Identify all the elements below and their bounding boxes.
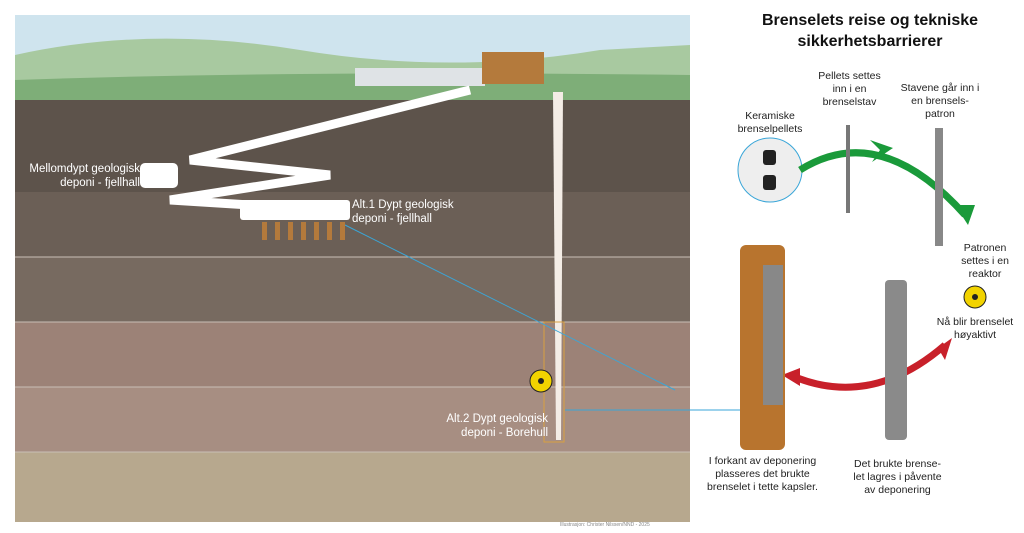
capsule-insert bbox=[763, 265, 783, 405]
red-arrow bbox=[788, 342, 948, 391]
stratum-5 bbox=[15, 387, 690, 452]
fuel-assembly bbox=[935, 128, 943, 246]
fuel-rod bbox=[846, 125, 850, 213]
spent-fuel-assembly bbox=[885, 280, 907, 440]
pellet bbox=[763, 150, 776, 165]
mellomdypt-hall bbox=[140, 163, 178, 188]
step-reactor: Patronen settes i en reaktor bbox=[961, 242, 1009, 280]
label-mellomdypt: Mellomdypt geologisk deponi - fjellhall bbox=[29, 163, 140, 189]
credit: Illustrasjon: Christer Nilssen/NND - 202… bbox=[560, 522, 650, 528]
facility-building bbox=[355, 68, 485, 86]
step-assembly: Stavene går inn i en brensels-patron bbox=[900, 82, 980, 120]
step-capsule: I forkant av deponering plasseres det br… bbox=[707, 455, 818, 493]
stratum-3 bbox=[15, 257, 690, 322]
page-title: Brenselets reise og tekniske sikkerhetsb… bbox=[761, 12, 979, 50]
label-alt2: Alt.2 Dypt geologisk deponi - Borehull bbox=[446, 413, 548, 439]
borehole bbox=[553, 92, 563, 440]
step-active: Nå blir brenselet høyaktivt bbox=[936, 316, 1014, 341]
stratum-6 bbox=[15, 452, 690, 522]
reactor-building bbox=[482, 52, 544, 84]
alt1-hall bbox=[240, 200, 350, 220]
step-rod: Pellets settes inn i en brenselstav bbox=[818, 70, 881, 108]
pellet-zoom-circle bbox=[737, 137, 803, 203]
pellet bbox=[763, 175, 776, 190]
green-arrow bbox=[798, 149, 968, 218]
access-tunnel bbox=[169, 85, 472, 210]
leader-line bbox=[344, 224, 676, 391]
stratum-2 bbox=[15, 192, 690, 257]
stratum-4 bbox=[15, 322, 690, 387]
label-alt1: Alt.1 Dypt geologisk deponi - fjellhall bbox=[352, 199, 454, 225]
step-storage: Det brukte brense-let lagres i påvente a… bbox=[853, 458, 942, 496]
step-pellets: Keramiske brenselpellets bbox=[737, 110, 803, 135]
